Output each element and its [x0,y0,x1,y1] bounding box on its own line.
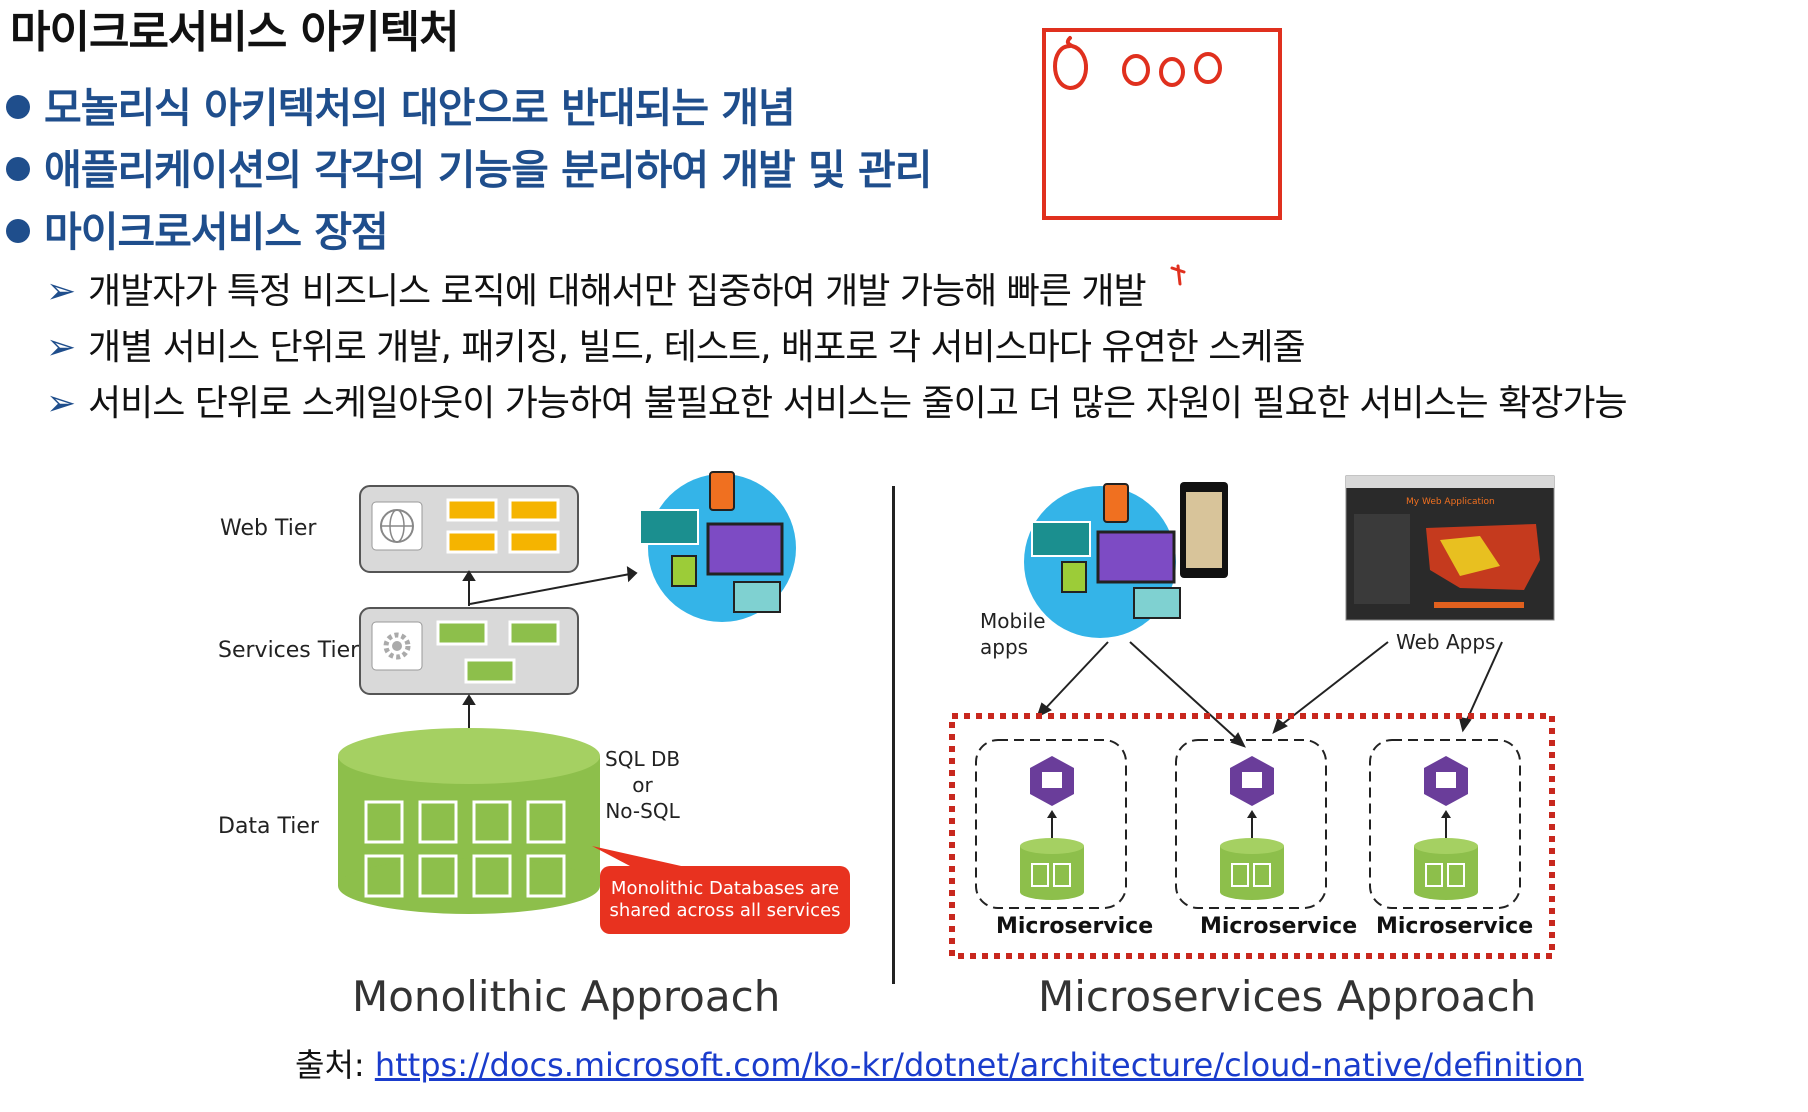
bullet-dot-icon [6,219,30,243]
bullet-2-text: 애플리케이션의 각각의 기능을 분리하여 개발 및 관리 [44,146,932,194]
microservices-caption: Microservices Approach [1038,972,1537,1021]
bullet-dot-icon [6,157,30,181]
mobile-devices-icon [1024,482,1228,638]
microservice-1-label: Microservice [996,914,1154,939]
callout-line-2: shared across all services [609,900,841,921]
sub-bullet-3: ➢ 서비스 단위로 스케일아웃이 가능하여 불필요한 서비스는 줄이고 더 많은 … [46,374,1628,426]
bullet-dot-icon [6,95,30,119]
sub-bullet-2-text: 개별 서비스 단위로 개발, 패키징, 빌드, 테스트, 배포로 각 서비스마다… [88,327,1306,368]
web-apps-label: Web Apps [1396,630,1496,654]
mobile-apps-line-1: Mobile [980,609,1046,633]
monolithic-callout: Monolithic Databases are shared across a… [600,866,850,934]
bullet-2: 애플리케이션의 각각의 기능을 분리하여 개발 및 관리 [6,136,932,196]
sub-bullet-3-text: 서비스 단위로 스케일아웃이 가능하여 불필요한 서비스는 줄이고 더 많은 자… [88,383,1628,424]
arrow-bullet-icon: ➢ [46,383,76,424]
bullet-3: 마이크로서비스 장점 [6,198,389,258]
callout-line-1: Monolithic Databases are [610,878,840,899]
bullet-1-text: 모놀리식 아키텍처의 대안으로 반대되는 개념 [44,84,796,132]
db-label-line-1: SQL DB [605,747,681,771]
mobile-apps-label: Mobile apps [980,608,1046,660]
globe-icon [380,509,414,543]
monolithic-diagram [338,471,796,914]
monolithic-caption: Monolithic Approach [352,972,781,1021]
handwriting-scribble [1053,36,1222,91]
sub-bullet-1: ➢ 개발자가 특정 비즈니스 로직에 대해서만 집중하여 개발 가능해 빠른 개발 [46,262,1147,314]
bullet-3-text: 마이크로서비스 장점 [44,208,389,256]
microservice-3-label: Microservice [1376,914,1534,939]
divider [892,486,895,984]
source-link[interactable]: https://docs.microsoft.com/ko-kr/dotnet/… [374,1046,1584,1084]
source-prefix: 출처: [295,1046,365,1084]
microservice-2-label: Microservice [1200,914,1358,939]
gear-icon [383,632,411,660]
web-tier-label: Web Tier [220,516,317,541]
sub-bullet-2: ➢ 개별 서비스 단위로 개발, 패키징, 빌드, 테스트, 배포로 각 서비스마… [46,318,1306,370]
services-tier-label: Services Tier [218,638,360,663]
arrow-bullet-icon: ➢ [46,327,76,368]
cursor-mark-icon [1170,264,1186,286]
bullet-1: 모놀리식 아키텍처의 대안으로 반대되는 개념 [6,74,796,134]
services-tier-box [359,607,579,695]
db-label-line-2: or [632,773,653,797]
microservice-2 [1175,739,1327,909]
screenshot-title: My Web Application [1406,497,1495,507]
microservice-3 [1369,739,1521,909]
source-line: 출처: https://docs.microsoft.com/ko-kr/dot… [295,1040,1584,1086]
arrow-bullet-icon: ➢ [46,271,76,312]
annotation-box [1042,28,1282,220]
web-tier-box [359,485,579,573]
sub-bullet-1-text: 개발자가 특정 비즈니스 로직에 대해서만 집중하여 개발 가능해 빠른 개발 [88,271,1147,312]
web-app-screenshot: My Web Application [1345,475,1555,621]
db-type-label: SQL DB or No-SQL [605,746,680,824]
page-title: 마이크로서비스 아키텍처 [10,7,460,58]
devices-icon [639,471,796,622]
services-boundary [949,713,1555,959]
data-tier-label: Data Tier [218,814,319,839]
microservices-diagram: My Web Application [949,475,1555,959]
db-label-line-3: No-SQL [605,799,680,823]
microservice-1 [975,739,1127,909]
mobile-apps-line-2: apps [980,635,1029,659]
database-icon [338,728,600,914]
